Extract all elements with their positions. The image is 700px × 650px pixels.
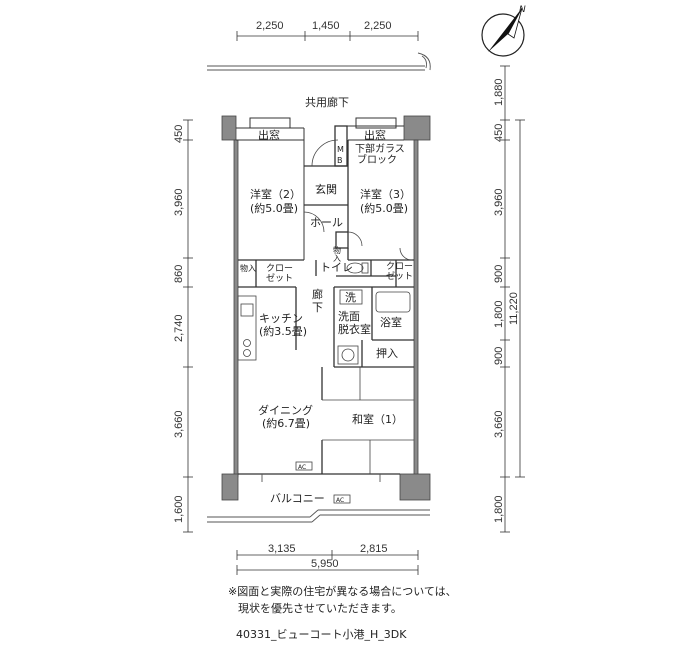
- toilet-label: トイレ: [320, 261, 353, 274]
- dim-left-3: 860: [173, 265, 185, 283]
- fixtures: [237, 139, 414, 474]
- dim-left-2: 3,960: [173, 188, 185, 216]
- corridor-railing: [207, 52, 431, 71]
- dim-top-3: 2,250: [364, 20, 392, 32]
- dim-left-6: 1,600: [173, 495, 185, 523]
- dim-right-4: 900: [493, 265, 505, 283]
- right-dimensions: [500, 65, 525, 533]
- closet-left-label-2: ゼット: [266, 272, 293, 284]
- ac-units: [295, 461, 351, 504]
- dim-top-2: 1,450: [312, 20, 340, 32]
- entrance-label: 玄関: [315, 182, 337, 196]
- dim-bottom-total: 5,950: [311, 558, 339, 570]
- balcony-label: バルコニー: [270, 492, 325, 505]
- dim-right-8: 1,800: [493, 495, 505, 523]
- north-label: N: [519, 5, 526, 15]
- japanese-label: 和室（1）: [352, 412, 403, 426]
- dim-bottom-1: 3,135: [268, 543, 296, 555]
- dim-right-total: 11,220: [508, 292, 520, 325]
- compass-icon: N: [481, 5, 526, 57]
- dim-left-4: 2,740: [173, 314, 185, 342]
- closet-right-label-2: ゼット: [386, 270, 413, 282]
- western3-size: (約5.0畳): [360, 201, 408, 215]
- western2-name: 洋室（2）: [250, 187, 301, 201]
- closet-left-label-1: クロー: [266, 263, 293, 274]
- closet-right-label-1: クロー: [386, 261, 413, 272]
- dining-size: (約6.7畳): [262, 416, 310, 430]
- dim-right-1: 1,880: [493, 78, 505, 106]
- left-dimensions: [183, 119, 193, 533]
- mb-label-m: M: [337, 145, 344, 154]
- western3-name: 洋室（3）: [360, 187, 411, 201]
- lower-glass-label-2: ブロック: [357, 153, 397, 166]
- ac-label-1: AC: [298, 464, 306, 471]
- kitchen-name: キッチン: [259, 312, 303, 325]
- hallway-label-1: 廊: [312, 287, 323, 301]
- kitchen-size: (約3.5畳): [259, 324, 307, 338]
- lower-glass-label-1: 下部ガラス: [355, 142, 405, 155]
- storage-small-label: 物入: [333, 245, 342, 262]
- window-right-label: 出窓: [364, 128, 386, 142]
- dining-name: ダイニング: [258, 403, 313, 417]
- dim-top-1: 2,250: [256, 20, 284, 32]
- dim-left-1: 450: [173, 125, 185, 143]
- corridor-label: 共用廊下: [305, 95, 349, 109]
- top-dimensions: [236, 31, 419, 41]
- washroom-label-1: 洗面: [338, 310, 360, 323]
- western2-size: (約5.0畳): [250, 201, 298, 215]
- bath-label: 浴室: [380, 315, 402, 329]
- note-line-1: ※図面と実際の住宅が異なる場合については、: [228, 585, 457, 598]
- dim-right-7: 3,660: [493, 410, 505, 438]
- window-left-label: 出窓: [258, 128, 280, 142]
- property-code: 40331_ビューコート小港_H_3DK: [236, 628, 407, 641]
- dim-right-2: 450: [493, 124, 505, 142]
- oshiire-label: 押入: [376, 346, 398, 360]
- dim-right-6: 900: [493, 347, 505, 365]
- hallway-label-2: 下: [312, 301, 323, 314]
- ac-label-2: AC: [336, 497, 344, 504]
- dim-left-5: 3,660: [173, 410, 185, 438]
- bottom-dimensions: [236, 550, 419, 575]
- dim-right-5: 1,800: [493, 300, 505, 328]
- mb-label-b: B: [337, 156, 343, 165]
- balcony-outline: [207, 474, 430, 523]
- dim-bottom-2: 2,815: [360, 543, 388, 555]
- washroom-label-2: 脱衣室: [338, 322, 371, 336]
- hall-label: ホール: [310, 216, 343, 229]
- interior-walls: [238, 125, 414, 475]
- dim-right-3: 3,960: [493, 188, 505, 216]
- storage-left-label: 物入: [240, 263, 256, 273]
- wash-label: 洗: [345, 291, 356, 304]
- note-line-2: 現状を優先させていただきます。: [238, 602, 402, 615]
- disclaimer-note: ※図面と実際の住宅が異なる場合については、 現状を優先させていただきます。: [228, 583, 668, 617]
